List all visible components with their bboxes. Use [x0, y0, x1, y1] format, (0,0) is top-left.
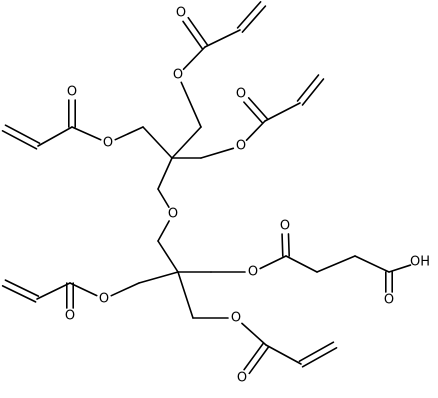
bond-C5-O7: [157, 188, 170, 208]
bond-C3-O3: [180, 81, 202, 128]
bond-C12-C13: [264, 102, 301, 122]
bond-C7-C8-a: [4, 124, 41, 144]
bond-O1-C6: [71, 126, 102, 141]
atom-label-O1: O: [103, 136, 113, 151]
bond-C30-C31: [265, 344, 302, 365]
bond-C10-C11-b: [236, 1, 262, 29]
bond-C20-O9-a: [287, 233, 290, 257]
atom-label-O12: OH: [410, 255, 430, 270]
bond-C15-C16: [157, 240, 179, 273]
bond-C7-C8-b: [1, 130, 38, 150]
atom-label-O7: O: [168, 207, 178, 222]
bond-C16-C18: [138, 271, 179, 284]
atom-label-O15: O: [237, 371, 247, 386]
bond-C27-C28: [36, 282, 71, 300]
bond-O13-C27: [69, 282, 98, 297]
bond-C28-C29-b: [1, 285, 37, 303]
bond-C12-O6-a: [247, 97, 269, 120]
atom-label-O14: O: [231, 311, 241, 326]
atom-label-O2: O: [67, 85, 77, 100]
bond-C13-C14-a: [301, 78, 325, 106]
bond-C9-O4-a: [187, 16, 209, 46]
bond-C23-O12: [388, 264, 412, 273]
atom-label-O11: O: [65, 309, 75, 324]
bond-C12-O6-b: [243, 101, 264, 124]
bond-C1-C5: [157, 157, 173, 190]
bond-C20-C21: [285, 255, 318, 273]
bond-O3-C9: [182, 46, 206, 71]
atom-label-O8: O: [248, 265, 258, 280]
bond-C30-O15-b: [248, 346, 270, 375]
bond-C9-C10: [204, 29, 241, 48]
bond-O8-C20: [259, 255, 287, 270]
bond-layer: [1, 1, 412, 375]
bond-C6-C7: [37, 126, 73, 147]
atom-label-layer: O O O O O O O O O O O OH O O O: [65, 6, 430, 386]
bond-C30-O15-a: [243, 342, 265, 371]
bond-O14-C30: [241, 322, 267, 346]
bond-C10-C11-a: [241, 5, 267, 33]
atom-label-O4: O: [176, 6, 186, 21]
bond-C22-C23: [354, 255, 390, 273]
bond-C13-C14-b: [296, 74, 320, 102]
bond-O5-C12: [245, 120, 266, 142]
atom-label-O9: O: [280, 219, 290, 234]
atom-label-O13: O: [99, 292, 109, 307]
atom-label-O10: O: [384, 293, 394, 308]
bond-C28-C29-a: [4, 279, 40, 297]
bond-C31-C32-a: [301, 346, 338, 368]
bond-C18-O13: [110, 282, 140, 297]
atom-label-O5: O: [236, 139, 246, 154]
bond-C1-C3: [171, 126, 202, 159]
bond-C31-C32-b: [298, 341, 335, 363]
bond-C2-O1: [114, 126, 144, 141]
bond-C1-C2: [142, 126, 173, 159]
bond-C9-O4-b: [182, 20, 204, 50]
bond-C16-C19: [177, 271, 194, 319]
bond-C21-C22: [316, 255, 356, 273]
bond-O7-C15: [157, 220, 170, 242]
atom-label-O6: O: [236, 87, 246, 102]
bond-C20-O9-b: [281, 233, 284, 257]
bond-C4-O5: [200, 147, 235, 159]
atom-label-O3: O: [173, 68, 183, 83]
